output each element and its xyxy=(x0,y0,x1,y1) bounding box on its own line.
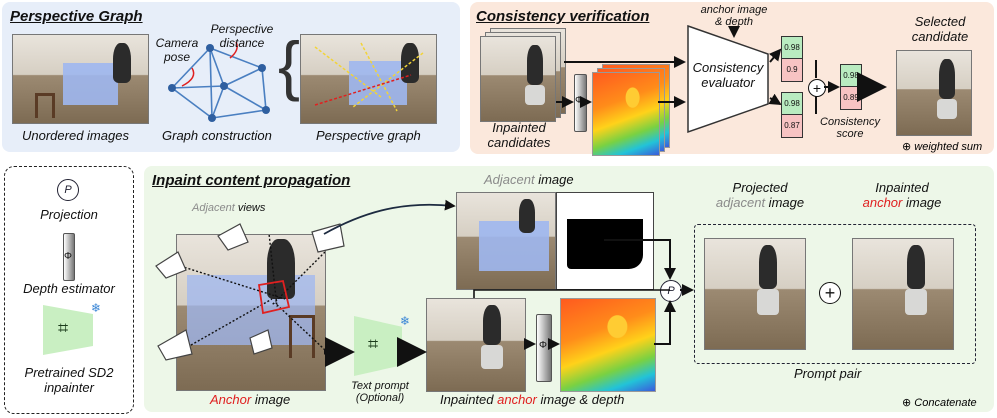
depth-estimator-phi: Φ xyxy=(575,95,583,106)
consistency-panel: Consistency verification Inpainted candi… xyxy=(470,2,994,156)
score-top-2: 0.9 xyxy=(781,58,803,82)
perspective-graph-photo xyxy=(300,34,437,124)
consistency-evaluator-label: Consistency evaluator xyxy=(692,60,764,90)
graph-construction-label: Graph construction xyxy=(162,128,272,143)
weighted-sum-note: ⊕ weighted sum xyxy=(902,141,983,153)
frozen-icon: ❄ xyxy=(91,301,102,315)
adjacent-photo xyxy=(456,192,556,290)
depth-map-front xyxy=(592,72,660,156)
concatenate-note: ⊕ Concatenate xyxy=(902,397,977,409)
pretrained-sd2-label: Pretrained SD2 inpainter xyxy=(24,365,114,395)
perspective-graph-title: Perspective Graph xyxy=(10,8,143,25)
projected-adjacent-photo xyxy=(704,238,806,350)
inpainted-depth-map xyxy=(560,298,656,392)
depth-estimator-legend-phi: Φ xyxy=(64,251,72,262)
adjacent-views-label: Adjacent views xyxy=(192,202,266,214)
propagation-title: Inpaint content propagation xyxy=(152,172,351,189)
inpainter-frozen-icon: ❄ xyxy=(400,314,411,328)
anchor-photo xyxy=(176,234,326,391)
depth-estimator-label: Depth estimator xyxy=(23,281,115,296)
sd2-inpainter xyxy=(354,316,402,376)
inpainted-anchor-depth-label: Inpainted anchor image & depth xyxy=(440,392,625,407)
consistency-evaluator-shape xyxy=(687,24,769,134)
selected-candidate-label: Selected candidate xyxy=(911,14,969,44)
consistency-title: Consistency verification xyxy=(476,8,650,25)
inpainted-candidates-label: Inpainted candidates xyxy=(487,120,551,150)
unordered-images-label: Unordered images xyxy=(22,128,129,143)
brace-symbol: { xyxy=(278,28,301,102)
propagation-arrows xyxy=(323,199,694,367)
sd2-legend-icon xyxy=(43,305,93,355)
graph-construction-diagram xyxy=(168,41,270,122)
projection-symbol: P xyxy=(57,179,79,201)
perspective-distance-label: Perspective distance xyxy=(210,22,274,50)
score-bottom-2: 0.87 xyxy=(781,114,803,138)
inpainter-network-icon: ⌗ xyxy=(368,334,379,354)
text-prompt-label: Text prompt (Optional) xyxy=(351,380,409,404)
consistency-score-label: Consistency score xyxy=(820,116,880,140)
consistency-arrows xyxy=(556,26,887,114)
perspective-graph-panel: Perspective Graph Camera pose Perspectiv… xyxy=(2,2,460,152)
camera-frustums xyxy=(155,223,345,361)
prop-depth-phi: Φ xyxy=(539,340,547,351)
adjacent-image-label: Adjacent image xyxy=(484,172,574,187)
prompt-pair-label: Prompt pair xyxy=(794,366,862,381)
projection-label: Projection xyxy=(40,207,98,222)
inpainted-anchor-photo xyxy=(426,298,526,392)
selected-candidate-photo xyxy=(896,50,972,136)
prompt-pair-box xyxy=(694,224,976,364)
anchor-depth-label: anchor image & depth xyxy=(700,4,768,28)
unordered-images-photo xyxy=(12,34,149,124)
concatenate-operator: + xyxy=(819,282,841,304)
propagation-panel: Inpaint content propagation Adjacent vie… xyxy=(144,166,994,412)
camera-pose-label: Camera pose xyxy=(155,36,199,64)
depth-estimator-legend-box xyxy=(63,233,75,281)
legend-panel: P Projection Φ Depth estimator ⌗ ❄ Pretr… xyxy=(4,166,134,414)
candidate-photo-front xyxy=(480,36,556,122)
network-icon: ⌗ xyxy=(58,318,69,338)
perspective-graph-label: Perspective graph xyxy=(316,128,421,143)
inpainted-anchor-result-photo xyxy=(852,238,954,350)
anchor-image-label: Anchor image xyxy=(210,392,291,407)
